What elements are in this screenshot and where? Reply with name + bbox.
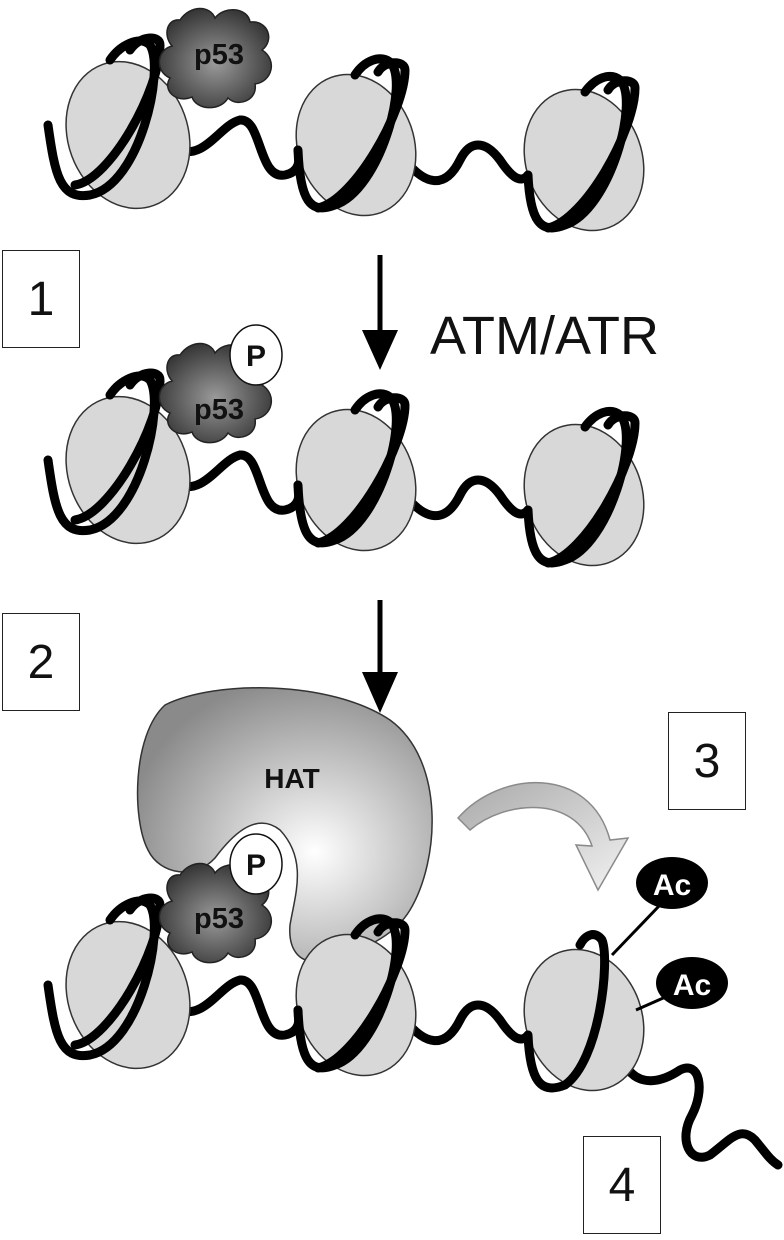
- nucleosome: [43, 368, 191, 545]
- p53-label: p53: [194, 394, 244, 426]
- acetyl-group: Ac: [635, 957, 728, 1012]
- step-2-box: 2: [2, 613, 80, 711]
- linker-dna: [173, 450, 304, 515]
- arrow-step-1: [362, 255, 398, 370]
- acetyl-label: Ac: [673, 969, 711, 1002]
- nucleosome: [293, 914, 417, 1077]
- chromatin-row-2: p53 P: [43, 324, 645, 568]
- nucleosome: [523, 407, 645, 568]
- step-3-box: 3: [668, 712, 746, 810]
- chromatin-row-1: p53: [43, 7, 645, 233]
- hat-label: HAT: [264, 763, 319, 794]
- p53-protein: p53: [158, 7, 273, 109]
- linker-dna: [400, 1000, 533, 1046]
- acetyl-group: Ac: [610, 857, 708, 957]
- kinase-label: ATM/ATR: [430, 306, 659, 366]
- curved-arrow: [456, 782, 630, 892]
- hat-enzyme: HAT: [136, 687, 433, 962]
- linker-dna: [400, 140, 533, 186]
- linker-dna: [400, 475, 533, 521]
- p53-label: p53: [194, 39, 244, 71]
- linker-dna: [173, 115, 304, 180]
- nucleosome-open: [523, 930, 645, 1093]
- nucleosome: [293, 54, 417, 217]
- phosphate-label: P: [246, 849, 266, 882]
- step-1-box: 1: [2, 250, 80, 348]
- nucleosome: [43, 33, 191, 210]
- phosphate-group: P: [229, 833, 283, 895]
- nucleosome: [43, 893, 191, 1070]
- arrow-step-2: [362, 600, 398, 713]
- p53-label: p53: [194, 903, 244, 935]
- nucleosome: [523, 72, 645, 233]
- linker-dna: [173, 975, 304, 1040]
- phosphate-label: P: [246, 340, 266, 373]
- chromatin-row-3: HAT Ac Ac p5: [43, 687, 783, 1170]
- phosphate-group: P: [229, 324, 283, 386]
- acetyl-label: Ac: [653, 869, 691, 902]
- step-4-box: 4: [583, 1136, 661, 1234]
- nucleosome: [293, 389, 417, 552]
- unwound-dna: [620, 1060, 783, 1170]
